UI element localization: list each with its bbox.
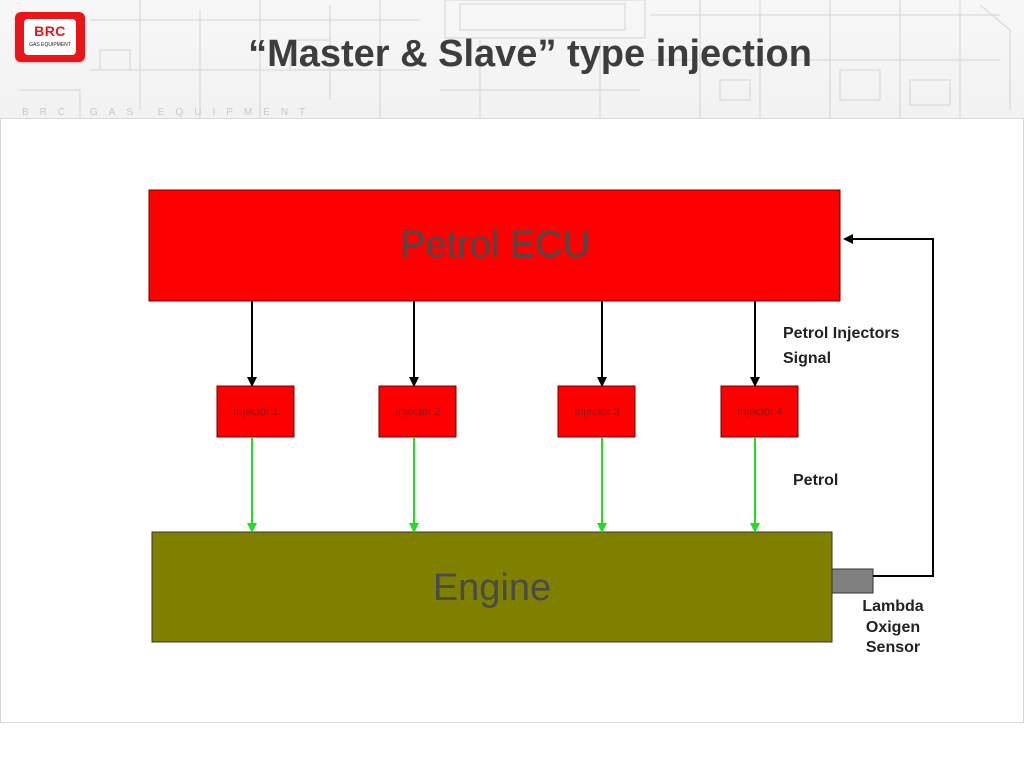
engine-box <box>151 531 833 643</box>
petrol-ecu-label: Petrol ECU <box>399 224 591 266</box>
injector-2-box <box>378 385 457 438</box>
injector-1-label: Injector 1 <box>233 406 279 418</box>
slide-header: BRC GAS EQUIPMENT “Master & Slave” type … <box>0 0 1024 118</box>
sensor-note-line2: Oxigen <box>865 619 921 636</box>
logo-subtext: GAS EQUIPMENT <box>29 42 71 48</box>
injector-2-label: Injector 2 <box>395 406 441 418</box>
injector-1-box <box>216 385 295 438</box>
brc-logo: BRC GAS EQUIPMENT <box>15 12 85 62</box>
injector-4-box <box>720 385 799 438</box>
injector-3-label: Injector 3 <box>574 406 620 418</box>
background-schematic-watermark <box>20 0 1011 118</box>
signal-note-line1: Petrol Injectors <box>783 325 900 342</box>
slide-title: “Master & Slave” type injection <box>248 33 812 75</box>
sensor-note-line1: Lambda <box>862 598 924 615</box>
petrol-note: Petrol <box>793 472 839 489</box>
injector-3-box <box>557 385 636 438</box>
sensor-note-line3: Sensor <box>865 639 921 656</box>
lambda-feedback-arrow <box>843 234 934 577</box>
brand-tagline: BRC GAS EQUIPMENT <box>22 107 317 118</box>
injector-4-label: Injector 4 <box>737 406 783 418</box>
signal-note-line2: Signal <box>783 350 832 367</box>
engine-label: Engine <box>432 567 552 609</box>
petrol-ecu-box <box>148 189 841 302</box>
logo-inner: BRC GAS EQUIPMENT <box>24 19 76 55</box>
logo-brand-text: BRC <box>34 23 66 39</box>
lambda-sensor <box>831 568 874 594</box>
